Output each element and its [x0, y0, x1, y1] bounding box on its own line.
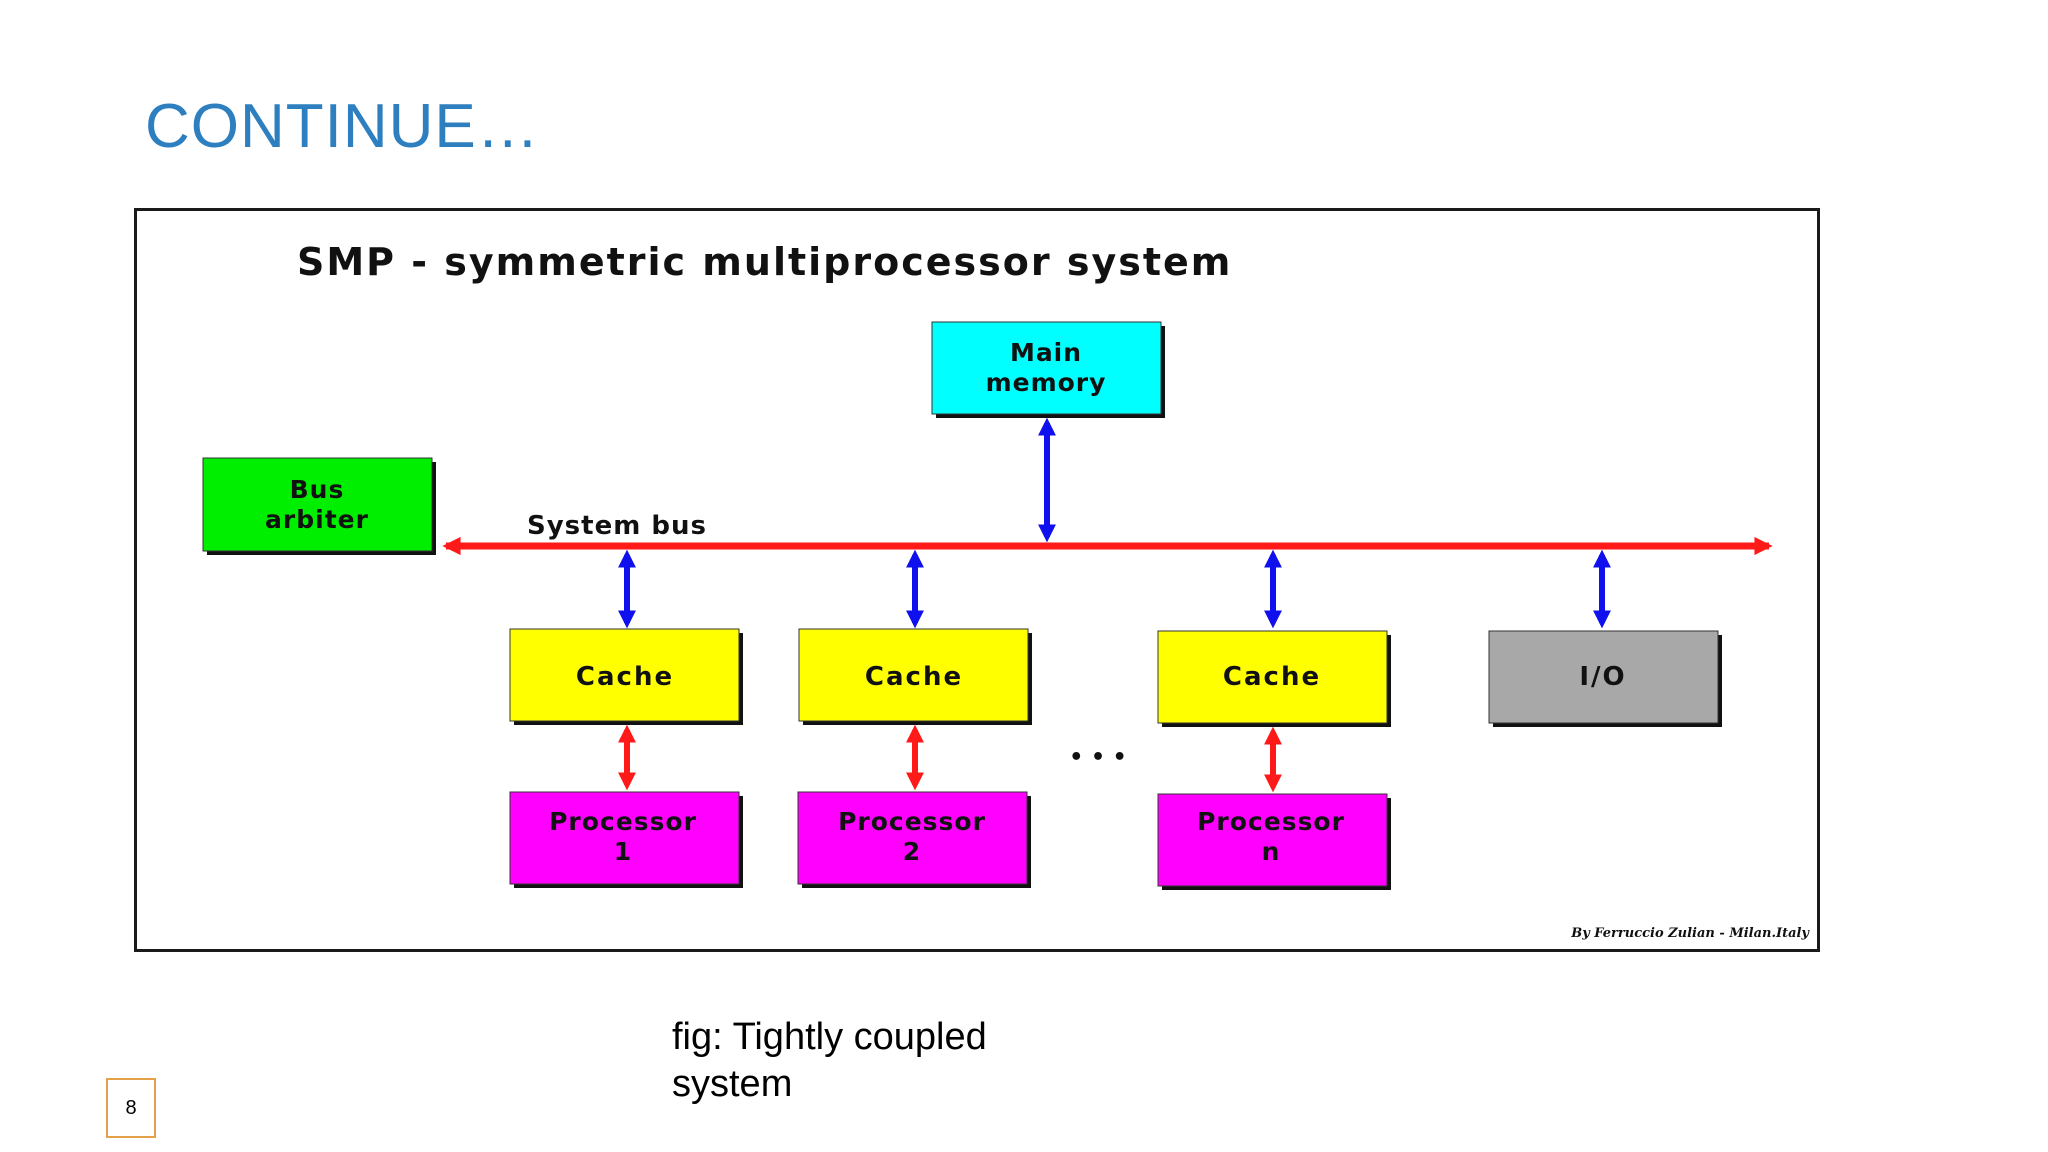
figure-caption: fig: Tightly coupled system [672, 1016, 987, 1105]
diagram-frame: SMP - symmetric multiprocessor system Sy… [134, 208, 1820, 952]
page-number: 8 [125, 1096, 137, 1119]
processor-2-block: Processor 2 [797, 791, 1031, 888]
processor-2-label-line1: Processor [838, 807, 986, 836]
bus-arbiter-label-line1: Bus [290, 475, 345, 504]
main-memory-label-line2: memory [986, 368, 1107, 397]
cache-n-label: Cache [1223, 662, 1321, 692]
slide-title: CONTINUE… [145, 92, 540, 161]
smp-diagram: SMP - symmetric multiprocessor system Sy… [202, 240, 1810, 941]
bus-arbiter-label-line2: arbiter [265, 505, 369, 534]
processor-n-label-line2: n [1262, 837, 1281, 866]
processor-2-label-line2: 2 [903, 837, 921, 866]
page-number-box: 8 [106, 1078, 156, 1138]
diagram-credit: By Ferruccio Zulian - Milan.Italy [1570, 926, 1810, 941]
cache-2-label: Cache [865, 662, 963, 692]
processor-n-block: Processor n [1157, 793, 1391, 890]
cache-2-block: Cache [798, 628, 1032, 725]
processor-1-label-line1: Processor [549, 807, 697, 836]
processor-n-label-line1: Processor [1197, 807, 1345, 836]
processor-1-label-line2: 1 [614, 837, 632, 866]
io-block: I/O [1488, 630, 1722, 727]
system-bus-label: System bus [527, 511, 707, 541]
cache-n-block: Cache [1157, 630, 1391, 727]
cache-1-block: Cache [509, 628, 743, 725]
main-memory-label-line1: Main [1010, 338, 1082, 367]
main-memory-block: Main memory [931, 321, 1165, 418]
bus-arbiter-block: Bus arbiter [202, 457, 436, 555]
cache-1-label: Cache [576, 662, 674, 692]
ellipsis: • • • [1069, 745, 1127, 770]
processor-1-block: Processor 1 [509, 791, 743, 888]
io-label: I/O [1579, 662, 1626, 692]
diagram-title: SMP - symmetric multiprocessor system [297, 240, 1232, 284]
